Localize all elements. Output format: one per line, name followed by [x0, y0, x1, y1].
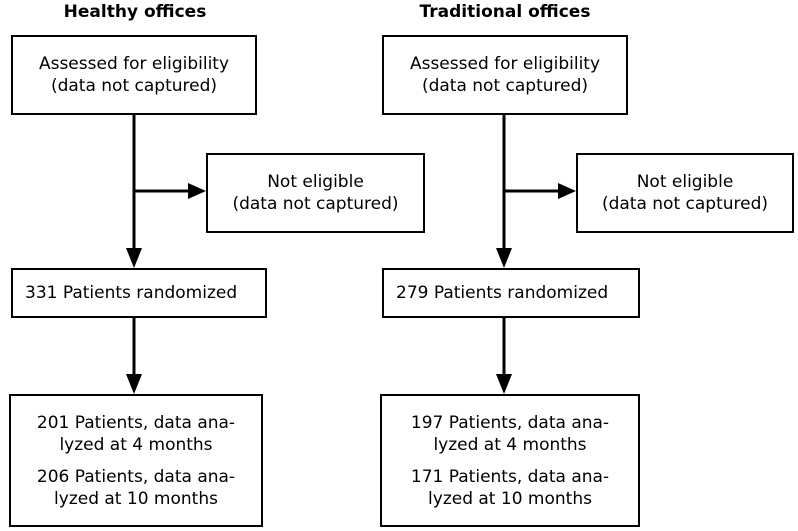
node-not-eligible-healthy: Not eligible (data not captured)	[206, 153, 425, 233]
analyzed-4-months-healthy-line-2: lyzed at 4 months	[59, 434, 213, 455]
column-header-healthy-offices: Healthy offices	[63, 2, 207, 22]
assessed-healthy-line-1: Assessed for eligibility	[38, 54, 230, 74]
right-randomized-arrowhead	[496, 248, 512, 268]
analyzed-10-months-traditional-line-2: lyzed at 10 months	[428, 488, 592, 509]
node-assessed-for-eligibility-healthy: Assessed for eligibility (data not captu…	[11, 35, 257, 115]
analyzed-4-months-traditional-line-1: 197 Patients, data ana-	[410, 412, 610, 433]
not-eligible-healthy-line-2: (data not captured)	[232, 194, 399, 214]
node-not-eligible-traditional: Not eligible (data not captured)	[576, 153, 794, 233]
analyzed-10-months-traditional-line-1: 171 Patients, data ana-	[410, 466, 610, 487]
analyzed-10-months-healthy-line-1: 206 Patients, data ana-	[36, 466, 236, 487]
node-randomized-healthy: 331 Patients randomized	[11, 268, 267, 318]
node-analyzed-healthy: 201 Patients, data ana- lyzed at 4 month…	[9, 394, 263, 527]
not-eligible-traditional-line-1: Not eligible	[636, 172, 734, 192]
assessed-traditional-line-1: Assessed for eligibility	[409, 54, 601, 74]
right-analyzed-arrowhead	[496, 374, 512, 394]
analyzed-4-months-healthy-line-1: 201 Patients, data ana-	[36, 412, 236, 433]
left-randomized-arrowhead	[126, 248, 142, 268]
node-randomized-traditional: 279 Patients randomized	[382, 268, 640, 318]
randomized-traditional-label: 279 Patients randomized	[396, 283, 609, 303]
assessed-healthy-line-2: (data not captured)	[50, 76, 218, 96]
node-analyzed-traditional: 197 Patients, data ana- lyzed at 4 month…	[380, 394, 640, 527]
column-header-traditional-offices: Traditional offices	[419, 2, 591, 22]
right-not-eligible-arrowhead	[558, 183, 576, 199]
analyzed-4-months-healthy: 201 Patients, data ana- lyzed at 4 month…	[37, 412, 235, 456]
node-assessed-for-eligibility-traditional: Assessed for eligibility (data not captu…	[382, 35, 628, 115]
left-not-eligible-arrowhead	[188, 183, 206, 199]
randomized-healthy-label: 331 Patients randomized	[25, 283, 238, 303]
left-analyzed-arrowhead	[126, 374, 142, 394]
analyzed-10-months-healthy: 206 Patients, data ana- lyzed at 10 mont…	[37, 466, 235, 510]
not-eligible-healthy-line-1: Not eligible	[267, 172, 364, 192]
analyzed-10-months-traditional: 171 Patients, data ana- lyzed at 10 mont…	[411, 466, 609, 510]
assessed-traditional-line-2: (data not captured)	[421, 76, 589, 96]
not-eligible-traditional-line-2: (data not captured)	[601, 194, 769, 214]
analyzed-10-months-healthy-line-2: lyzed at 10 months	[54, 488, 218, 509]
analyzed-4-months-traditional: 197 Patients, data ana- lyzed at 4 month…	[411, 412, 609, 456]
analyzed-4-months-traditional-line-2: lyzed at 4 months	[433, 434, 587, 455]
